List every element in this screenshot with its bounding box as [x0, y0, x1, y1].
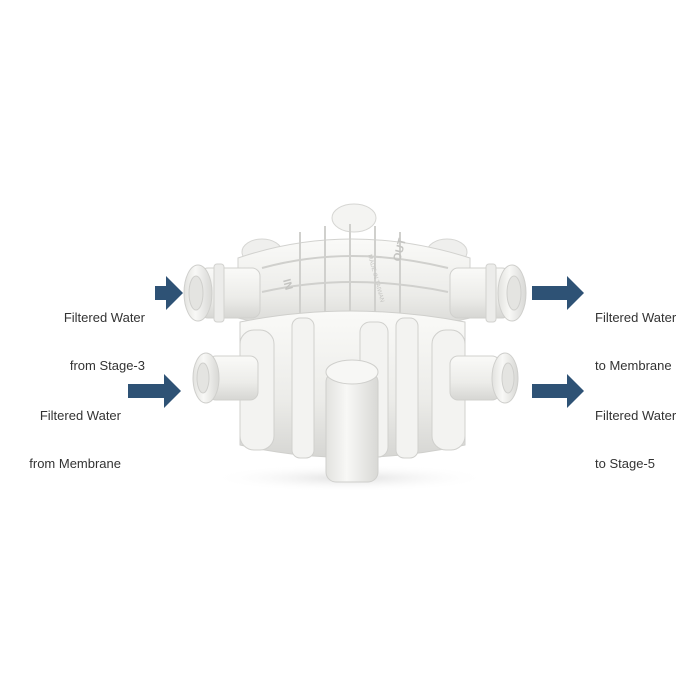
label-line: to Stage-5: [595, 456, 655, 471]
arrow-right-icon: [532, 374, 584, 408]
arrow-right-icon: [128, 374, 181, 408]
label-line: to Membrane: [595, 358, 672, 373]
label-line: Filtered Water: [595, 408, 677, 423]
label-line: Filtered Water: [595, 310, 677, 325]
label-line: Filtered Water: [63, 310, 145, 325]
body-mark-in: IN: [280, 278, 294, 292]
arrow-right-icon: [532, 276, 584, 310]
label-output-to-stage5: Filtered Water to Stage-5: [595, 376, 676, 488]
label-input-from-membrane: Filtered Water from Membrane: [0, 376, 121, 488]
label-line: Filtered Water: [39, 408, 121, 423]
label-line: from Stage-3: [69, 358, 145, 373]
label-output-to-membrane: Filtered Water to Membrane: [595, 278, 676, 390]
label-line: from Membrane: [29, 456, 121, 471]
arrow-right-icon: [155, 276, 183, 310]
label-input-from-stage3: Filtered Water from Stage-3: [10, 278, 145, 390]
body-mark-out: OUT: [391, 237, 409, 263]
